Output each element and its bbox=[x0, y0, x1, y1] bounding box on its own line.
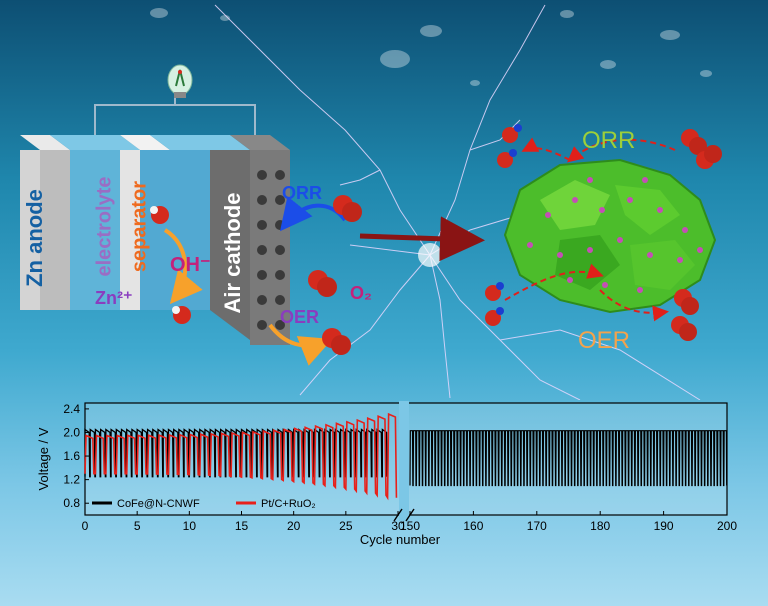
catalyst-oer-label: OER bbox=[578, 327, 631, 354]
oh-molecule-icon bbox=[485, 282, 504, 301]
zoom-arrow bbox=[359, 216, 485, 262]
x-tick-label: 170 bbox=[527, 519, 547, 533]
x-tick-label: 5 bbox=[134, 519, 141, 533]
oh-molecule-icon bbox=[497, 149, 517, 168]
o2-molecule-icon bbox=[681, 129, 707, 155]
air-cathode-label: Air cathode bbox=[220, 192, 245, 314]
water-bubble bbox=[220, 15, 230, 21]
water-bubble bbox=[660, 30, 680, 40]
oer-path bbox=[504, 263, 604, 301]
o2-molecule-icon bbox=[322, 328, 351, 355]
oer-path bbox=[599, 289, 669, 322]
zn-ion-label: Zn²⁺ bbox=[95, 288, 133, 308]
y-tick-label: 1.6 bbox=[63, 449, 80, 463]
water-bubble bbox=[380, 50, 410, 68]
x-tick-label: 200 bbox=[717, 519, 737, 533]
x-tick-label: 30 bbox=[391, 519, 405, 533]
lightning-core bbox=[418, 243, 442, 267]
x-tick-label: 190 bbox=[654, 519, 674, 533]
y-tick-label: 2.4 bbox=[63, 402, 80, 416]
legend-label-cofe: CoFe@N-CNWF bbox=[117, 498, 200, 510]
bulb-icon bbox=[167, 64, 193, 98]
battery-stack bbox=[20, 135, 290, 345]
wire bbox=[94, 95, 176, 140]
zn-anode-label: Zn anode bbox=[22, 189, 47, 287]
oh-molecule-icon bbox=[502, 124, 522, 143]
x-tick-label: 0 bbox=[82, 519, 89, 533]
y-tick-label: 1.2 bbox=[63, 473, 80, 487]
o2-molecule-icon bbox=[696, 145, 722, 169]
orr-path bbox=[566, 138, 676, 163]
oh-molecule-icon bbox=[150, 206, 169, 224]
y-tick-label: 2.0 bbox=[63, 425, 80, 439]
oer-arrow bbox=[268, 323, 333, 366]
x-axis-label: Cycle number bbox=[360, 532, 441, 547]
o2-molecule-icon bbox=[308, 270, 337, 297]
electrolyte-label: electrolyte bbox=[93, 176, 116, 277]
o2-molecule-icon bbox=[674, 289, 699, 315]
y-tick-label: 0.8 bbox=[63, 496, 80, 510]
water-bubble bbox=[150, 8, 168, 18]
o2-molecule-icon bbox=[671, 316, 697, 341]
catalyst-cluster bbox=[503, 158, 717, 314]
series-cofe-line-right bbox=[409, 430, 728, 487]
orr-cathode-label: ORR bbox=[282, 183, 322, 203]
schematic bbox=[20, 4, 722, 400]
o2-label: O₂ bbox=[350, 283, 372, 303]
lightning bbox=[214, 4, 701, 400]
x-tick-label: 15 bbox=[235, 519, 249, 533]
oh-ion-label: OH⁻ bbox=[170, 254, 211, 276]
x-tick-label: 150 bbox=[400, 519, 420, 533]
series-ptc-line bbox=[84, 412, 398, 501]
oh-transport-arrow bbox=[163, 228, 203, 305]
catalyst-orr-label: ORR bbox=[582, 127, 636, 154]
x-tick-label: 25 bbox=[339, 519, 353, 533]
water-bubble bbox=[470, 80, 480, 86]
oh-molecule-icon bbox=[172, 306, 191, 324]
orr-path bbox=[521, 137, 571, 161]
legend-label-ptc: Pt/C+RuO₂ bbox=[261, 498, 316, 510]
water-bubble bbox=[560, 10, 574, 18]
oh-molecule-icon bbox=[485, 307, 504, 326]
axis-break-gap bbox=[399, 401, 409, 521]
oer-cathode-label: OER bbox=[280, 307, 320, 327]
separator-label: separator bbox=[128, 180, 151, 273]
x-tick-label: 10 bbox=[183, 519, 197, 533]
orr-arrow bbox=[279, 196, 347, 232]
x-tick-label: 20 bbox=[287, 519, 301, 533]
water-bubble bbox=[600, 60, 616, 69]
y-axis-label: Voltage / V bbox=[36, 427, 51, 490]
x-tick-label: 160 bbox=[463, 519, 483, 533]
o2-molecule-icon bbox=[333, 195, 362, 222]
x-tick-label: 180 bbox=[590, 519, 610, 533]
water-bubble bbox=[700, 70, 712, 77]
water-bubble bbox=[420, 25, 442, 37]
